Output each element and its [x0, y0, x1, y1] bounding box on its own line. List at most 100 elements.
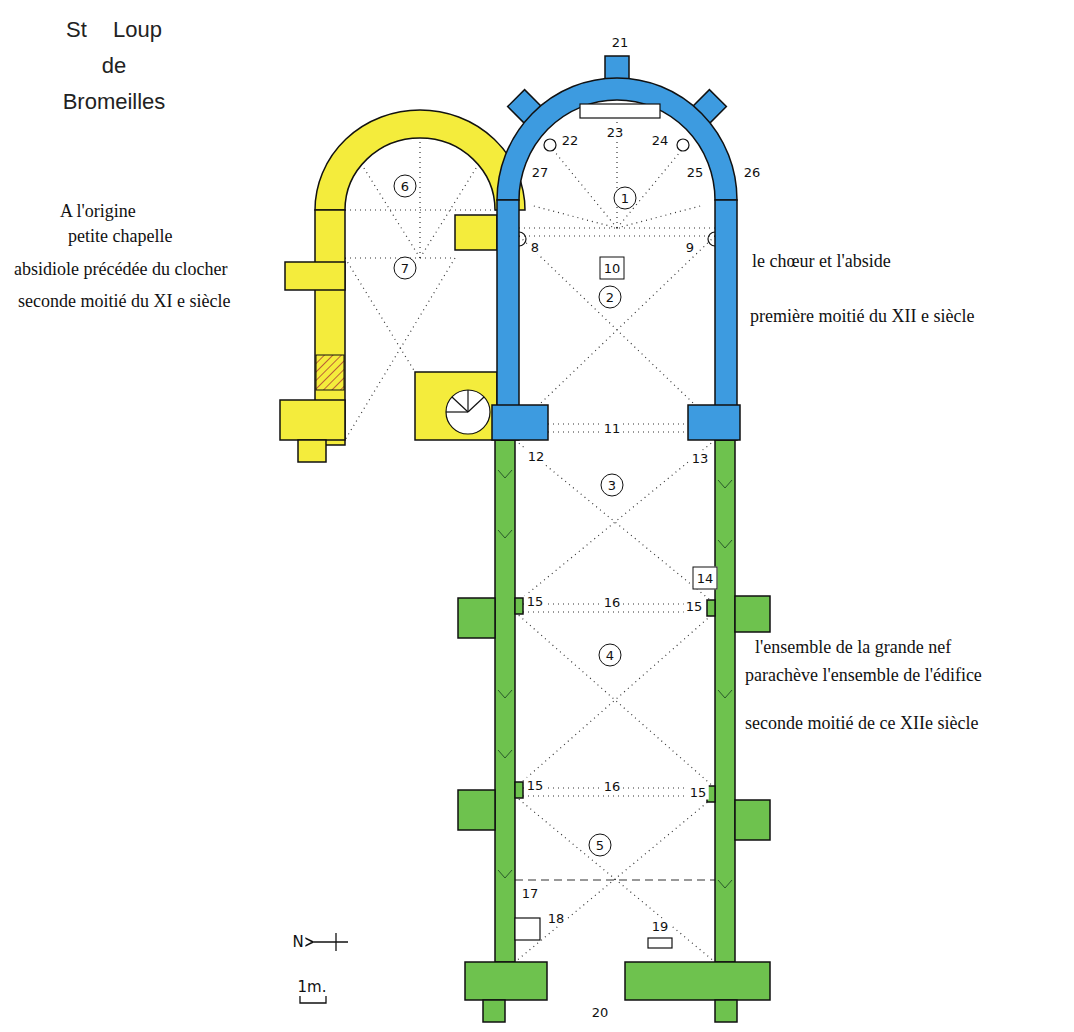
item-number-box: 10	[600, 257, 625, 280]
callout-number: 12	[526, 449, 547, 464]
callout-number: 16	[602, 779, 623, 794]
choir-walls	[497, 78, 737, 200]
callout-number: 26	[742, 165, 763, 180]
chapel-walls	[280, 110, 525, 462]
spiral-stair	[452, 397, 468, 412]
vault-lines	[523, 795, 707, 796]
spiral-stair	[467, 390, 468, 412]
vault-lines	[617, 205, 704, 228]
nave-walls	[458, 790, 495, 830]
nave-walls	[483, 1000, 505, 1022]
vault-lines	[515, 612, 715, 788]
annotation-text: petite chapelle	[68, 225, 172, 247]
callout-number: 23	[605, 125, 626, 140]
annotation-text: seconde moitié du XI e siècle	[18, 290, 230, 312]
callout-number: 15	[525, 778, 546, 793]
nave-walls	[458, 440, 770, 1022]
item-number-box: 14	[693, 567, 718, 590]
callout-number: 25	[685, 165, 706, 180]
choir-details	[677, 139, 689, 151]
nave-walls	[735, 800, 770, 840]
vault-lines	[530, 205, 617, 228]
node-number: 4	[606, 648, 614, 663]
callout-number: 18	[546, 911, 567, 926]
nave-walls	[707, 600, 715, 616]
vault-lines	[515, 440, 715, 604]
compass-arrow	[335, 933, 336, 951]
compass-arrow	[312, 941, 348, 942]
callout-number: 20	[590, 1005, 611, 1020]
node-number: 5	[596, 838, 604, 853]
choir-details	[519, 232, 526, 246]
spiral-stair	[446, 390, 490, 434]
compass-arrow	[312, 933, 348, 951]
vault-lines	[515, 612, 715, 788]
dashed-line	[515, 879, 715, 880]
callout-number: 19	[650, 919, 671, 934]
spiral-stair	[468, 397, 484, 412]
nave-walls	[465, 962, 547, 1000]
annotation-text: seconde moitié de ce XIIe siècle	[745, 712, 978, 734]
bay-number-circle: 2	[599, 286, 622, 309]
nave-walls	[625, 962, 770, 1000]
node-number: 7	[401, 261, 409, 276]
annotation-text: A l'origine	[60, 200, 136, 222]
annotation-text: le chœur et l'abside	[752, 250, 891, 272]
choir-details	[515, 918, 540, 940]
vault-lines	[515, 796, 715, 962]
scale-label: 1m.	[296, 980, 329, 995]
chapel-walls	[285, 262, 345, 290]
choir-details	[708, 232, 715, 246]
callout-number: 11	[602, 421, 623, 436]
wall-marks	[498, 470, 732, 888]
nave-walls	[735, 596, 770, 632]
wall-marks	[498, 530, 512, 538]
choir-details	[544, 139, 556, 151]
annotation-text: parachève l'ensemble de l'édifice	[745, 664, 982, 686]
wall-marks	[718, 880, 732, 888]
callout-number: 17	[520, 886, 541, 901]
callout-number: 15	[525, 594, 546, 609]
callout-number: 16	[602, 595, 623, 610]
vault-lines	[523, 611, 707, 612]
bay-number-circle: 4	[599, 644, 622, 667]
scale-bar	[300, 996, 326, 1003]
annotation-text: absidiole précédée du clocher	[14, 258, 227, 280]
bay-number-circle: 1	[614, 187, 637, 210]
choir-walls	[492, 405, 548, 440]
callout-number: 22	[560, 133, 581, 148]
choir-walls	[715, 200, 737, 440]
nave-walls	[715, 440, 735, 962]
choir-walls	[492, 56, 740, 440]
annotation-text: première moitié du XII e siècle	[750, 305, 974, 327]
vault-lines	[515, 796, 715, 962]
nave-walls	[715, 1000, 737, 1022]
chapel-walls	[280, 400, 345, 440]
nave-walls	[515, 598, 523, 614]
bay-number-circle: 7	[394, 257, 417, 280]
nave-walls	[495, 440, 515, 962]
spiral-stair	[446, 390, 490, 434]
callout-number: 8	[529, 240, 541, 255]
vault-lines	[617, 140, 690, 228]
wall-marks	[498, 750, 512, 758]
choir-details	[648, 938, 672, 948]
bay-number-circle: 6	[394, 175, 417, 198]
wall-marks	[498, 470, 512, 478]
vault-lines	[519, 236, 715, 424]
callout-number: 21	[610, 35, 631, 50]
callout-number: 15	[688, 785, 709, 800]
callout-number: 9	[684, 240, 696, 255]
wall-marks	[498, 870, 512, 878]
hatched-patch	[316, 355, 344, 390]
vault-lines	[515, 440, 715, 604]
node-number: 10	[604, 261, 621, 276]
vault-lines	[345, 120, 715, 962]
wall-marks	[718, 480, 732, 488]
chapel-walls	[455, 215, 497, 250]
bay-number-circle: 3	[601, 474, 624, 497]
wall-marks	[718, 540, 732, 548]
callout-number: 27	[530, 165, 551, 180]
vault-lines	[519, 236, 715, 424]
